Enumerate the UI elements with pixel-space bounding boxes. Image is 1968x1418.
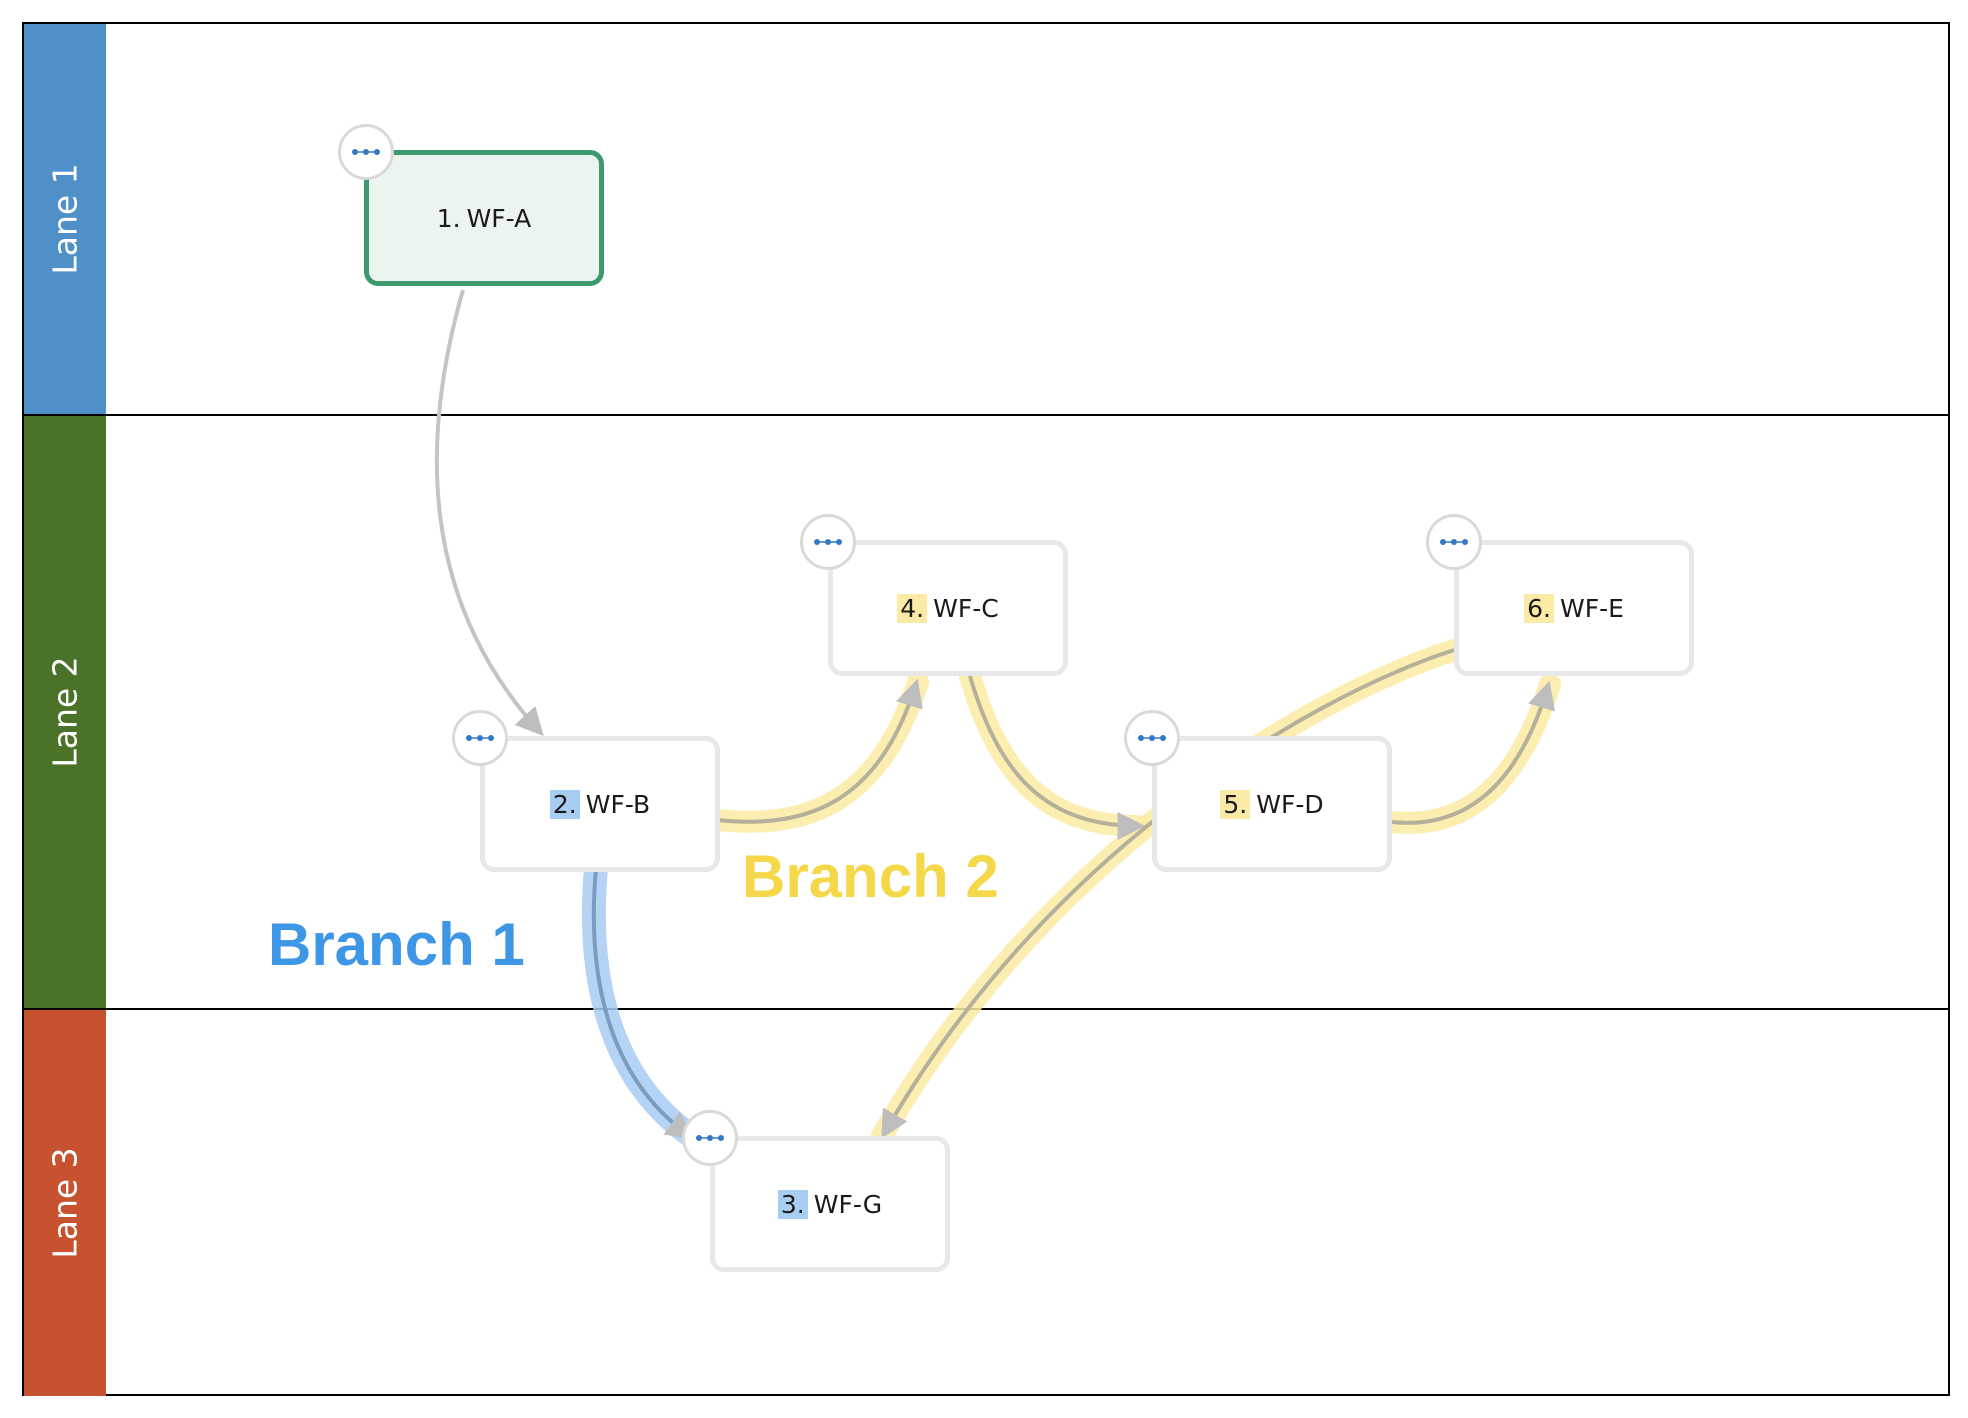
branch-1-label: Branch 1 [268,911,525,978]
node-wf-a-number: 1. [436,203,461,233]
node-wf-g-name: WF-G [813,1189,883,1219]
lane-3-label: Lane 3 [45,1147,85,1259]
node-wf-c[interactable]: 4. WF-C [828,540,1068,676]
lane-1-header[interactable]: Lane 1 [24,24,106,414]
node-wf-c-name: WF-C [933,593,999,623]
node-wf-g-number: 3. [777,1189,808,1219]
lane-3-header[interactable]: Lane 3 [24,1010,106,1396]
node-wf-d-name: WF-D [1256,789,1324,819]
ellipsis-icon [1138,735,1166,741]
lane-1: Lane 1 [24,24,1948,414]
node-wf-b-number: 2. [549,789,580,819]
node-wf-c-number: 4. [897,593,928,623]
node-wf-e-name: WF-E [1559,593,1624,623]
lane-3: Lane 3 [24,1008,1948,1396]
ellipsis-icon [466,735,494,741]
node-wf-e-number: 6. [1524,593,1554,623]
node-wf-g-menu-button[interactable] [682,1110,738,1166]
lane-1-label: Lane 1 [45,163,85,275]
node-wf-d-menu-button[interactable] [1124,710,1180,766]
node-wf-a-name: WF-A [466,203,532,233]
node-wf-e-menu-button[interactable] [1426,514,1482,570]
node-wf-b-name: WF-B [585,789,651,819]
branch-2-label: Branch 2 [742,843,999,910]
node-wf-g[interactable]: 3. WF-G [710,1136,950,1272]
ellipsis-icon [1440,539,1468,545]
ellipsis-icon [814,539,842,545]
node-wf-b[interactable]: 2. WF-B [480,736,720,872]
lane-2-header[interactable]: Lane 2 [24,416,106,1008]
node-wf-d[interactable]: 5. WF-D [1152,736,1392,872]
swimlane-diagram: Lane 1 Lane 2 Lane 3 [22,22,1950,1396]
node-wf-c-menu-button[interactable] [800,514,856,570]
node-wf-a-menu-button[interactable] [338,124,394,180]
node-wf-a[interactable]: 1. WF-A [364,150,604,286]
lane-2: Lane 2 [24,414,1948,1008]
ellipsis-icon [696,1135,724,1141]
ellipsis-icon [352,149,380,155]
lane-2-label: Lane 2 [45,656,85,768]
node-wf-b-menu-button[interactable] [452,710,508,766]
node-wf-d-number: 5. [1220,789,1251,819]
node-wf-e[interactable]: 6. WF-E [1454,540,1694,676]
